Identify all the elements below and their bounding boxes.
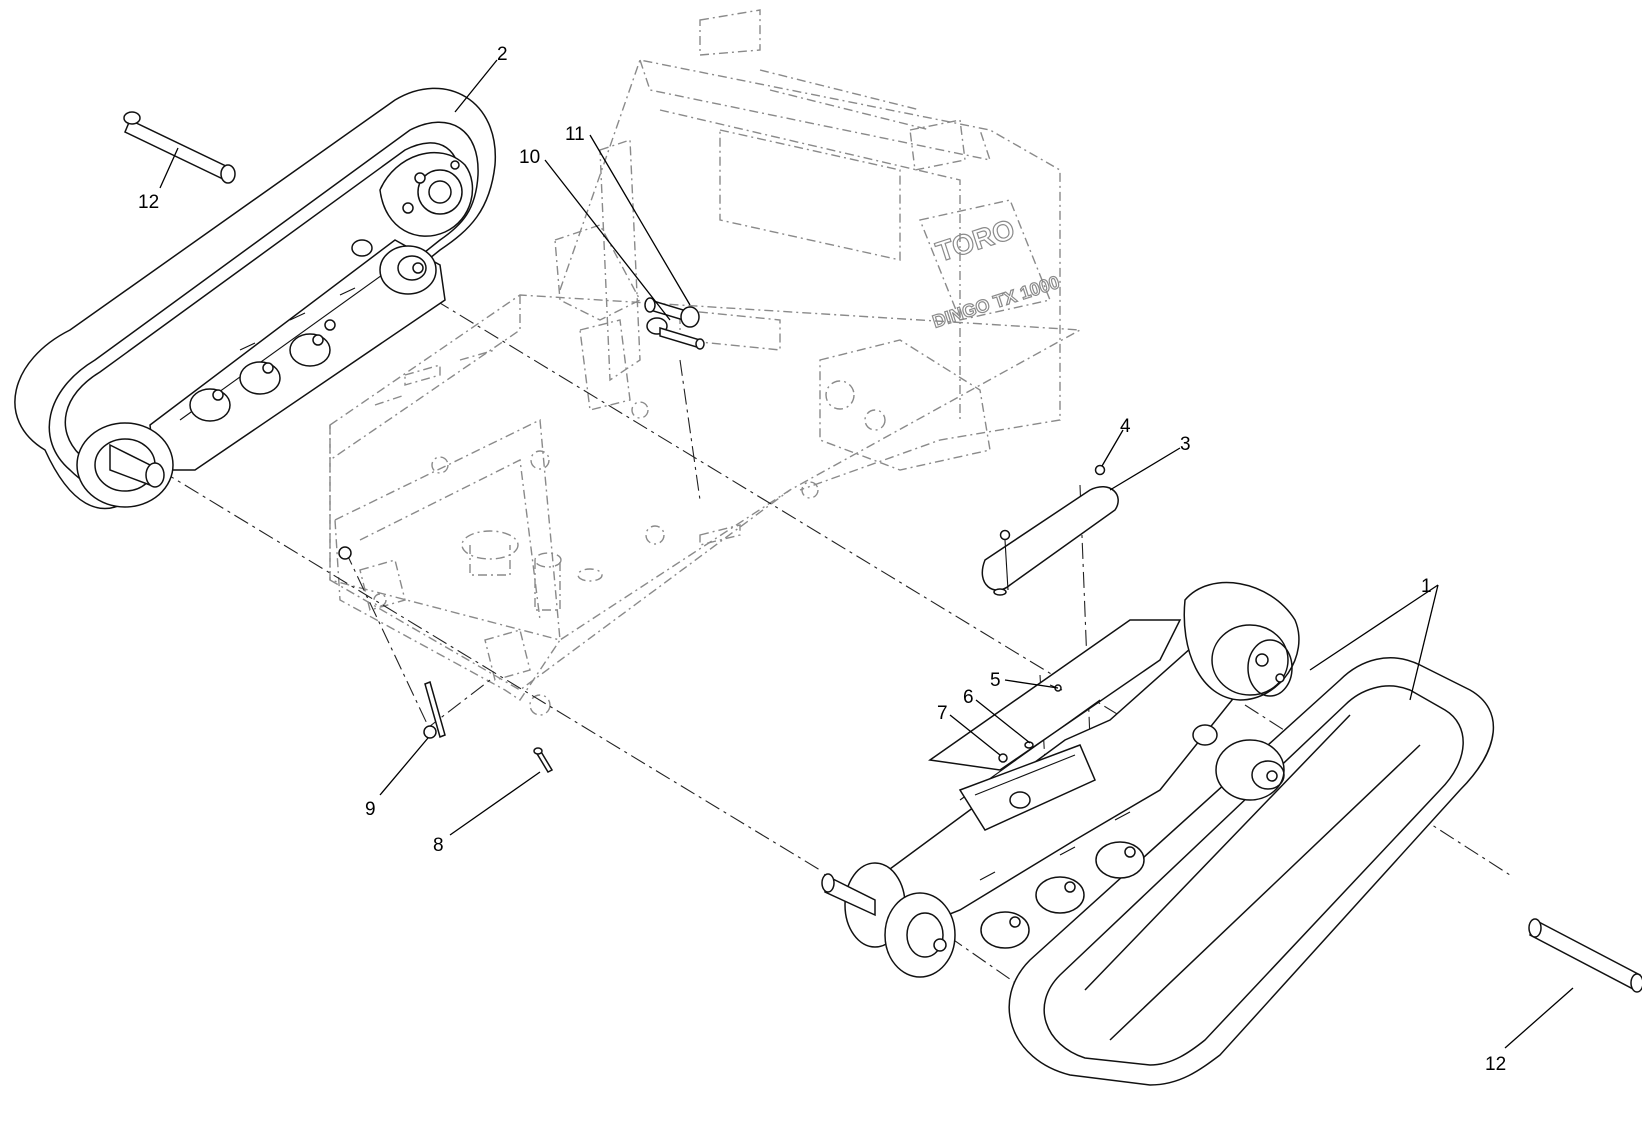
- callout-3: 3: [1180, 434, 1191, 455]
- callout-4: 4: [1120, 416, 1131, 437]
- callout-8: 8: [433, 835, 444, 856]
- callout-1: 1: [1421, 576, 1432, 597]
- track-pin-lower: [1528, 918, 1642, 993]
- callout-5: 5: [990, 670, 1001, 691]
- right-track-assembly: [821, 581, 1495, 1086]
- brand-logo: TORO: [932, 213, 1018, 267]
- center-pins: [644, 297, 705, 350]
- callout-labels: 1 2 3 4 5 6 7 8 9 10 11 12 12: [138, 44, 1506, 1075]
- left-track-assembly: [14, 87, 496, 510]
- callout-9: 9: [365, 799, 376, 820]
- chassis-frame-phantom: [329, 9, 1083, 716]
- callout-leaders: [159, 59, 1574, 1049]
- front-hardware: [338, 546, 554, 773]
- cover-plate: [981, 464, 1119, 596]
- callout-11: 11: [565, 124, 585, 145]
- callout-2: 2: [497, 44, 508, 65]
- track-pin-upper: [123, 111, 236, 184]
- callout-10: 10: [519, 147, 540, 168]
- callout-12-lower: 12: [1485, 1054, 1506, 1075]
- callout-6: 6: [963, 687, 974, 708]
- model-logo: DINGO TX 1000: [930, 272, 1062, 332]
- callout-7: 7: [937, 703, 948, 724]
- callout-12-upper: 12: [138, 192, 159, 213]
